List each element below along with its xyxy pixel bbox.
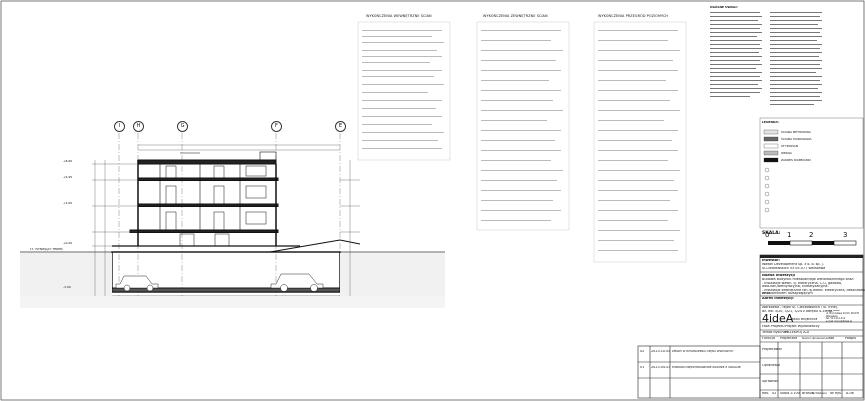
- dimension-lines: [92, 144, 360, 296]
- level-label: +0.00: [63, 241, 73, 245]
- building-section: [111, 151, 361, 293]
- title-bar: [760, 255, 863, 258]
- project-line: ze zbiornikiem rozsączającym: [762, 292, 813, 295]
- legend-swatches: [763, 129, 779, 213]
- project-line: wod-kan,wentylacyjna, klimatyzacyjna.: [762, 285, 829, 288]
- soil-dots: [20, 253, 445, 308]
- walls-inside-header: WYKOŃCZENIA WEWNĘTRZNE ŚCIAN: [366, 14, 432, 18]
- investor-label: Inwestor:: [762, 259, 781, 262]
- project-line: - instalacje wewn. tj. elektryczna, C.O,…: [762, 281, 843, 285]
- firm-sub: BIURO PROJEKTOWE: [792, 318, 818, 321]
- grid-axis-bubble: H: [133, 121, 144, 132]
- floors-header: WYKOŃCZENIA PRZEGRÓD POZIOMYCH: [598, 14, 669, 18]
- level-label: -3.00: [63, 285, 71, 289]
- spec-table-lines: [357, 21, 687, 263]
- general-notes-lines: [710, 12, 822, 105]
- scale-tick: 3: [843, 231, 848, 239]
- rev-value: 02: [772, 392, 777, 395]
- rev-label: Rev.: [762, 392, 770, 395]
- address-line: dz. ew. 3/20, 3/21, 3/24 z obrębu 4-16-4…: [762, 310, 834, 313]
- revision-date: 2023.10.04: [651, 350, 671, 353]
- faza-label: Faza Projektu: [762, 325, 785, 328]
- project-label: Nazwa Inwestycji: [762, 274, 795, 277]
- title-block-frame: [637, 254, 864, 399]
- grid-axis-bubble: F: [271, 121, 282, 132]
- legend-item: ŚCIANA MUROWANA: [781, 137, 812, 141]
- skala-label: Skala: [780, 392, 790, 395]
- level-label: +5.95: [63, 175, 73, 179]
- project-line: - instalacje zewnętrzne tzn.:tj.elektr. …: [762, 288, 865, 296]
- grid-axis-bubble: G: [177, 121, 188, 132]
- address-line: Warszawa - rejon ul. Ciećkowskich i ul. …: [762, 306, 838, 309]
- firm-logo: 4ideA: [762, 313, 794, 324]
- grid-axis-bubble: E: [335, 121, 346, 132]
- revision-no: 02: [640, 350, 645, 353]
- role-row: Sprawdził: [762, 380, 779, 383]
- legend-item: ZAKRES ROZBIÓRKI: [781, 158, 811, 162]
- revision-no: 01: [640, 366, 645, 369]
- role-header: Podpis: [845, 337, 857, 340]
- scale-tick: 0: [765, 231, 770, 239]
- spec-rows: [362, 30, 680, 251]
- temat-value: PRZEKRÓJ A-A: [785, 331, 809, 334]
- general-notes-header: OGÓLNE UWAGI:: [710, 5, 738, 9]
- grid-axis-bubble: I: [114, 121, 125, 132]
- walls-outside-header: WYKOŃCZENIA ZEWNĘTRZNE ŚCIAN: [483, 14, 548, 18]
- scale-tick: 2: [809, 231, 814, 239]
- role-header: Data: [826, 337, 835, 340]
- legend-title: LEGENDA:: [762, 120, 780, 124]
- revision-desc: POPRAWKI MIĘDZYBRANŻOWE ZGODNIE Z UWAGAM…: [672, 366, 741, 369]
- level-label: +3.00: [63, 201, 73, 205]
- revision-desc: ZMIANY W WYKOŃCZENIU CZĘŚCI WSPÓLNYCH: [672, 350, 734, 353]
- role-row: Opracował: [762, 364, 781, 367]
- role-header: Numer Uprawnień: [802, 337, 826, 340]
- branza-value: Architektura: [812, 392, 827, 395]
- legend-frame: [759, 117, 864, 229]
- scale-title: SKALA:: [762, 231, 781, 236]
- nr-value: A-06: [846, 392, 854, 395]
- firm-contact: Wiert Rasiel ul. Bronisława 22/13, 00-07…: [826, 310, 860, 324]
- skala-value: 1:100: [790, 392, 800, 395]
- role-header: Projektant: [780, 337, 798, 340]
- legend-item: STYROPIAN: [781, 144, 799, 148]
- terrain-label: t.t. ISTNIEJĄCY TEREN: [30, 247, 63, 251]
- legend-item: WEŁNA: [781, 151, 792, 155]
- nr-label: Nr Rys.: [830, 392, 843, 395]
- investor-line: ul.Ciećkowskich 53 05-077 Warszawa: [762, 267, 826, 270]
- address-label: Adres Inwestycji: [762, 297, 794, 300]
- car-drawings: [115, 273, 324, 292]
- role-header: Funkcja: [762, 337, 775, 340]
- level-label: +8.60: [63, 159, 73, 163]
- temat-label: Temat Rysunku: [762, 331, 788, 334]
- investor-line: Wawel Development Sp. z o. o. sp. j.: [762, 263, 824, 266]
- faza-value: Projekt Wykonawczy: [785, 325, 820, 328]
- revision-date: 2023.04.03: [651, 366, 671, 369]
- scale-bar: [768, 240, 857, 246]
- scale-tick: 1: [787, 231, 792, 239]
- role-row: Projektował: [762, 348, 782, 351]
- project-line: Budowa Budynku mieszkalnego wielorodzinn…: [762, 278, 855, 281]
- branza-label: Branża: [802, 392, 814, 395]
- legend-item: ŚCIANA BETONOWA: [781, 130, 811, 134]
